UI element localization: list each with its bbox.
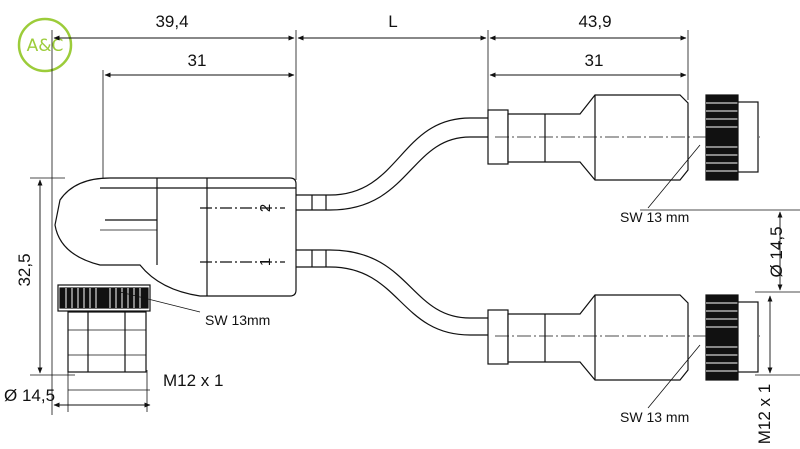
dim-right-thread: M12 x 1	[755, 384, 774, 444]
wrench-label-right-top: SW 13 mm	[620, 209, 689, 225]
dim-top-right: 43,9	[578, 12, 611, 31]
dim-left-diameter: Ø 14,5	[4, 386, 55, 405]
dim-left-height: 32,5	[15, 253, 34, 286]
dim-right-body: 31	[585, 51, 604, 70]
wrench-right-top-leader	[647, 144, 701, 209]
port-label-1: 1	[257, 258, 274, 266]
extension-lines	[30, 30, 800, 415]
company-logo: A&C	[17, 17, 73, 73]
left-coupling-nut	[57, 284, 151, 373]
left-angled-connector	[54, 177, 297, 297]
split-cables	[296, 117, 488, 336]
dim-top-middle: L	[388, 12, 397, 31]
lower-right-connector	[487, 294, 760, 381]
wrench-right-bottom-leader	[647, 344, 701, 409]
dim-right-diameter: Ø 14,5	[767, 226, 786, 277]
wrench-label-left: SW 13mm	[205, 312, 270, 328]
dim-top-left: 39,4	[155, 12, 188, 31]
dim-left-thread: M12 x 1	[163, 371, 223, 390]
logo-text: A&C	[27, 36, 64, 56]
upper-right-connector	[487, 94, 760, 181]
top-dimension-lines	[53, 35, 687, 78]
port-label-2: 2	[257, 204, 274, 212]
wrench-left-leader	[119, 291, 201, 313]
wrench-label-right-bottom: SW 13 mm	[620, 409, 689, 425]
dim-left-body: 31	[188, 51, 207, 70]
